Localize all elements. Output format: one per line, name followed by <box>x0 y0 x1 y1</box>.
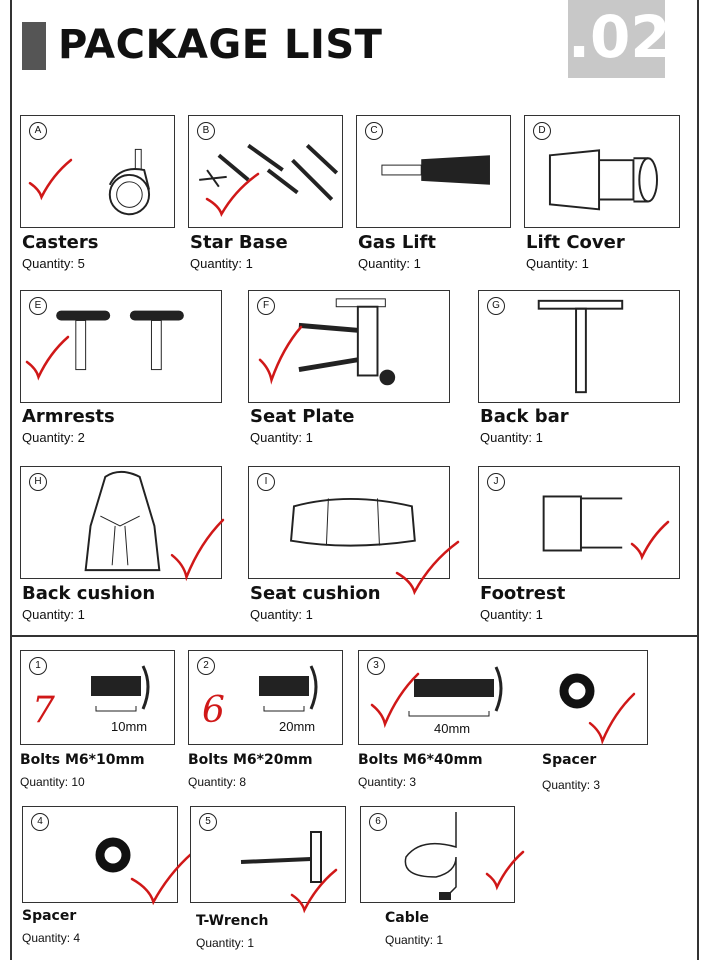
part-box-f: F <box>248 290 450 403</box>
part-box-a: A <box>20 115 175 228</box>
hardware-quantity: Quantity: 1 <box>385 933 444 947</box>
part-letter-badge: F <box>257 297 275 315</box>
part-name: Footrest <box>480 583 566 604</box>
part-quantity: Quantity: 1 <box>526 256 589 271</box>
seat-plate-icon <box>298 298 396 386</box>
hardware-number-badge: 2 <box>197 657 215 675</box>
part-name: Gas Lift <box>358 232 436 253</box>
hardware-name: T-Wrench <box>196 913 269 929</box>
seat-cushion-icon <box>289 498 416 547</box>
part-box-j: J <box>478 466 680 579</box>
part-letter-badge: B <box>197 122 215 140</box>
part-quantity: Quantity: 1 <box>22 607 85 622</box>
handwritten-count: 6 <box>202 690 225 731</box>
hardware-name: Bolts M6*10mm <box>20 752 145 768</box>
star-base-icon <box>199 143 339 201</box>
hardware-box-4: 4 <box>22 806 178 903</box>
page-border-right <box>697 0 699 960</box>
part-name: Back bar <box>480 406 569 427</box>
bolt-length-label: 10mm <box>111 719 148 734</box>
hardware-name: Bolts M6*40mm <box>358 752 483 768</box>
part-name: Lift Cover <box>526 232 625 253</box>
page-title: PACKAGE LIST <box>58 22 383 68</box>
part-letter-badge: H <box>29 473 47 491</box>
footrest-icon <box>542 495 623 552</box>
part-letter-badge: E <box>29 297 47 315</box>
part-name: Back cushion <box>22 583 156 604</box>
part-quantity: Quantity: 1 <box>250 430 313 445</box>
hardware-quantity: Quantity: 1 <box>196 936 255 950</box>
hardware-quantity: Quantity: 10 <box>20 775 85 789</box>
hardware-name: Spacer <box>542 752 597 768</box>
part-letter-badge: D <box>533 122 551 140</box>
hardware-box-2: 2 20mm <box>188 650 343 745</box>
part-quantity: Quantity: 1 <box>480 607 543 622</box>
t-wrench-icon <box>240 831 322 883</box>
part-quantity: Quantity: 1 <box>190 256 253 271</box>
spacer-icon <box>559 673 595 709</box>
armrest-icon <box>56 310 184 371</box>
handwritten-count: 7 <box>32 690 55 731</box>
hardware-name: Bolts M6*20mm <box>188 752 313 768</box>
part-letter-badge: J <box>487 473 505 491</box>
part-box-g: G <box>478 290 680 403</box>
hardware-number-badge: 5 <box>199 813 217 831</box>
part-letter-badge: A <box>29 122 47 140</box>
back-cushion-icon <box>84 470 161 572</box>
bolt-icon <box>91 665 150 712</box>
hardware-number-badge: 4 <box>31 813 49 831</box>
hardware-box-1: 1 10mm <box>20 650 175 745</box>
hardware-quantity: Quantity: 8 <box>188 775 247 789</box>
part-letter-badge: I <box>257 473 275 491</box>
hardware-box-6: 6 <box>360 806 515 903</box>
bolt-length-label: 20mm <box>279 719 316 734</box>
cable-icon <box>404 812 457 900</box>
long-bolt-icon <box>408 666 503 717</box>
part-name: Star Base <box>190 232 288 253</box>
part-box-e: E <box>20 290 222 403</box>
part-name: Seat cushion <box>250 583 381 604</box>
page-border-left <box>10 0 12 960</box>
hardware-quantity: Quantity: 3 <box>358 775 417 789</box>
hardware-number-badge: 1 <box>29 657 47 675</box>
part-box-d: D <box>524 115 680 228</box>
part-box-b: B <box>188 115 343 228</box>
bolt-length-label: 40mm <box>434 721 471 736</box>
hardware-number-badge: 6 <box>369 813 387 831</box>
part-letter-badge: C <box>365 122 383 140</box>
hardware-quantity: Quantity: 3 <box>542 778 601 792</box>
part-box-c: C <box>356 115 511 228</box>
spacer-icon <box>95 837 131 873</box>
part-name: Armrests <box>22 406 115 427</box>
title-accent-bar <box>22 22 46 70</box>
part-name: Seat Plate <box>250 406 355 427</box>
part-quantity: Quantity: 1 <box>480 430 543 445</box>
section-divider <box>10 635 698 637</box>
hardware-name: Cable <box>385 910 430 926</box>
lift-cover-icon <box>548 149 658 211</box>
page-number: .02 <box>568 0 671 78</box>
part-quantity: Quantity: 5 <box>22 256 85 271</box>
caster-icon <box>108 148 151 216</box>
bolt-icon <box>259 665 318 712</box>
part-box-h: H <box>20 466 222 579</box>
back-bar-icon <box>537 299 624 394</box>
hardware-name: Spacer <box>22 908 77 924</box>
part-letter-badge: G <box>487 297 505 315</box>
hardware-box-5: 5 <box>190 806 346 903</box>
part-quantity: Quantity: 1 <box>358 256 421 271</box>
part-quantity: Quantity: 2 <box>22 430 85 445</box>
hardware-quantity: Quantity: 4 <box>22 931 81 945</box>
part-name: Casters <box>22 232 99 253</box>
gas-lift-icon <box>381 155 490 185</box>
part-box-i: I <box>248 466 450 579</box>
part-quantity: Quantity: 1 <box>250 607 313 622</box>
